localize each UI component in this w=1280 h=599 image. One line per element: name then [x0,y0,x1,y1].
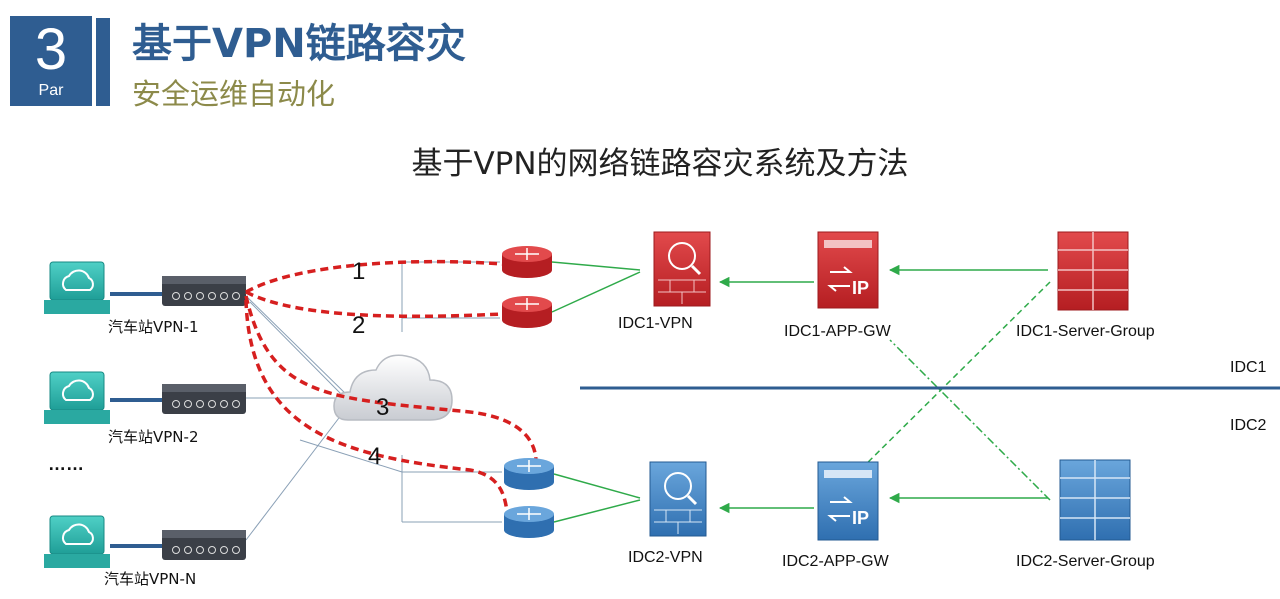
idc2-vpn-label: IDC2-VPN [628,549,703,566]
failover-path-3 [244,295,538,463]
header-accent-bar [96,18,110,106]
idc2-server-group-icon [1059,459,1131,541]
diagram-title: 基于VPN的网络链路容灾系统及方法 [411,146,909,182]
station-ellipsis: …… [48,454,84,474]
failover-paths [244,259,538,523]
path-number-3: 3 [376,394,389,421]
svg-text:IP: IP [852,278,869,298]
path-number-1: 1 [352,258,365,285]
section-number: 3 [34,17,68,82]
idc2-app-gw-icon: IP [817,461,879,541]
failover-path-4 [244,299,510,523]
failover-path-1 [245,259,503,294]
idc2-app-gw-label: IDC2-APP-GW [782,553,890,570]
vpn-appliance-icon [162,384,246,414]
path-number-4: 4 [368,443,381,470]
idc1-server-group-icon [1057,231,1129,311]
idc1-router-2-icon [502,296,552,328]
idc1-server-group-label: IDC1-Server-Group [1016,323,1155,340]
station-label: 汽车站VPN-N [104,570,196,588]
station-vpn-2: 汽车站VPN-2 [44,371,246,446]
laptop-icon [44,515,110,568]
section-badge: 3 Par [10,16,92,106]
vpn-appliance-icon [162,276,246,306]
laptop-icon [44,371,110,424]
station-label: 汽车站VPN-2 [108,428,198,446]
idc1-zone-label: IDC1 [1230,359,1267,376]
internet-cloud-icon [333,354,453,421]
station-label: 汽车站VPN-1 [108,318,198,336]
idc1-vpn-firewall-icon [653,231,711,307]
green-links [551,261,1051,523]
page-title: 基于VPN链路容灾 [132,21,466,67]
idc2-vpn-firewall-icon [649,461,707,537]
idc1-app-gw-label: IDC1-APP-GW [784,323,892,340]
vpn-appliance-icon [162,530,246,560]
page-subtitle: 安全运维自动化 [132,77,336,111]
path-number-2: 2 [352,312,365,339]
idc1-vpn-label: IDC1-VPN [618,315,693,332]
laptop-icon [44,261,110,314]
failover-path-2 [245,290,503,319]
station-vpn-1: 汽车站VPN-1 [44,261,246,336]
idc2-zone-label: IDC2 [1230,417,1267,434]
idc2-router-1-icon [504,458,554,490]
section-label: Par [38,82,64,99]
station-vpn-n: 汽车站VPN-N [44,515,246,588]
idc1-router-1-icon [502,246,552,278]
idc1-app-gw-icon: IP [817,231,879,309]
svg-text:IP: IP [852,508,869,528]
idc2-server-group-label: IDC2-Server-Group [1016,553,1155,570]
idc2-router-2-icon [504,506,554,538]
